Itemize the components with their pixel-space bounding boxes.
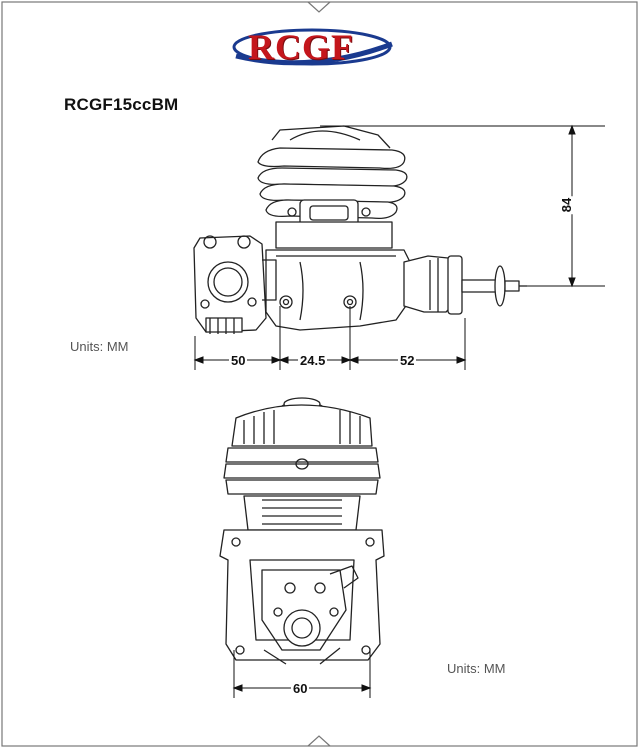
engine-side-view bbox=[193, 125, 527, 334]
dimension-label-mount: 24.5 bbox=[298, 353, 328, 368]
logo-text: RCGF bbox=[248, 27, 354, 67]
dimension-label-height: 84 bbox=[559, 195, 575, 215]
dimension-label-carb: 50 bbox=[229, 353, 248, 368]
model-title: RCGF15ccBM bbox=[64, 95, 179, 114]
dimension-label-width: 60 bbox=[291, 681, 310, 696]
dimension-label-front: 52 bbox=[398, 353, 417, 368]
engine-front-view bbox=[219, 397, 385, 665]
rcgf-logo bbox=[232, 28, 393, 66]
units-label-top: Units: MM bbox=[70, 339, 129, 354]
units-label-bottom: Units: MM bbox=[447, 661, 506, 676]
